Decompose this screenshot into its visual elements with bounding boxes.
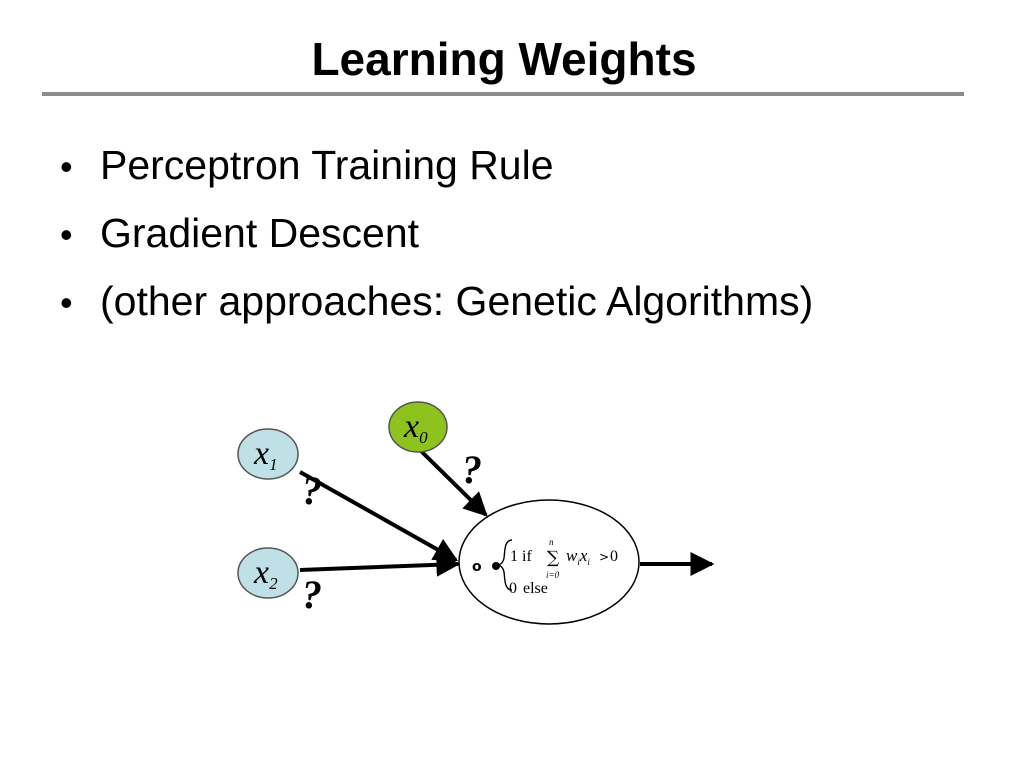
input-node-x2-circle	[237, 547, 299, 599]
input-node-x2-label: x2	[253, 554, 278, 593]
bullet-text: Gradient Descent	[100, 210, 420, 256]
output-symbol-icon: o	[472, 559, 482, 575]
node-var: x	[253, 554, 269, 591]
weight-unknown-w2: ?	[302, 572, 322, 617]
edge-x2-to-unit	[299, 552, 461, 577]
slide-title: Learning Weights	[311, 33, 697, 85]
title-divider	[42, 92, 964, 96]
term-sub: i	[577, 557, 580, 567]
bullet-marker: •	[60, 146, 73, 187]
input-node-x0-circle	[388, 401, 448, 453]
input-node-x2: x2	[237, 547, 299, 599]
threshold-value: 0	[610, 548, 618, 565]
input-node-x1: x1	[237, 428, 299, 480]
bullet-marker: •	[60, 214, 73, 255]
input-node-x1-label: x1	[253, 435, 278, 474]
node-subscript: 2	[269, 574, 278, 593]
bullet-text: Perceptron Training Rule	[100, 142, 554, 188]
term-sub: i	[587, 557, 590, 567]
greater-than-icon: >	[599, 550, 609, 564]
bullet-item: • Gradient Descent	[60, 200, 813, 268]
edge-x0-to-unit	[418, 448, 488, 517]
input-node-x0: x0	[388, 401, 448, 453]
if-word: if	[522, 548, 532, 565]
input-node-x0-label: x0	[403, 408, 428, 447]
sum-icon: ∑	[547, 548, 559, 568]
term-w: w	[566, 546, 578, 565]
sum-upper: n	[549, 537, 554, 547]
input-node-x1-circle	[237, 428, 299, 480]
weight-unknown-w0: ?	[462, 447, 482, 492]
node-subscript: 0	[419, 428, 428, 447]
term-x: x	[579, 546, 588, 565]
bullet-item: • Perceptron Training Rule	[60, 132, 813, 200]
bullet-marker: •	[60, 282, 73, 323]
sum-lower: i=0	[546, 570, 560, 580]
threshold-unit	[458, 499, 640, 625]
output-dot-icon	[492, 562, 500, 570]
case-one: 1	[510, 548, 518, 565]
weight-unknown-w1: ?	[302, 468, 322, 513]
case-zero: 0	[509, 580, 517, 597]
node-var: x	[403, 408, 419, 445]
else-word: else	[523, 580, 548, 597]
node-var: x	[253, 435, 269, 472]
node-subscript: 1	[269, 455, 278, 474]
edge-x1-to-unit	[299, 470, 459, 562]
threshold-formula: 1 if n ∑ i=0 wixi > 0 0 else o	[472, 537, 618, 597]
weight-term: wixi	[566, 546, 590, 567]
bullet-list: • Perceptron Training Rule • Gradient De…	[60, 132, 813, 336]
bullet-text: (other approaches: Genetic Algorithms)	[100, 278, 814, 324]
bullet-item: • (other approaches: Genetic Algorithms)	[60, 268, 813, 336]
